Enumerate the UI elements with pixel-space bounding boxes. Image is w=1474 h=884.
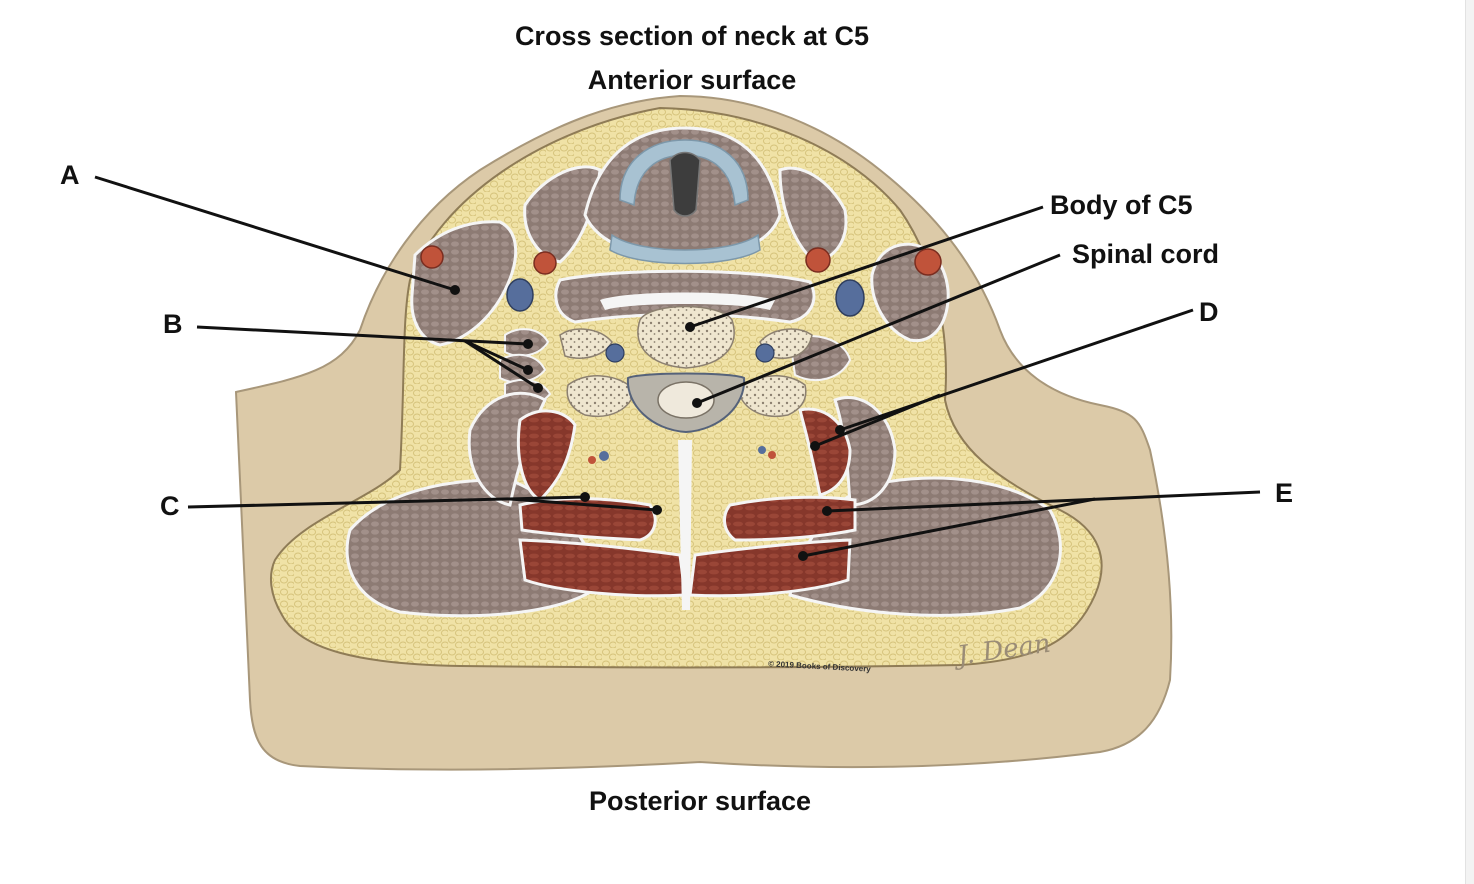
deep-cervical-artery-right — [768, 451, 776, 459]
cricoid-cartilage — [609, 233, 761, 265]
label-spinal-cord: Spinal cord — [1072, 239, 1220, 269]
vertebral-body-c5 — [637, 305, 735, 369]
deep-cervical-vein-right — [758, 446, 766, 454]
leader-dot-e-2 — [798, 551, 808, 561]
leader-line-body-c5 — [689, 205, 1044, 329]
internal-jugular-left — [506, 278, 534, 312]
posterior-surface-label: Posterior surface — [588, 786, 812, 816]
external-jugular-right — [914, 248, 942, 276]
nuchal-ligament — [678, 440, 692, 610]
label-body-of-c5: Body of C5 — [1050, 190, 1193, 220]
transverse-process-left — [559, 328, 613, 359]
deep-muscle-left-upper — [516, 409, 577, 502]
label-e: E — [1275, 478, 1294, 508]
external-jugular-left — [420, 245, 444, 269]
vertebral-vessel-left — [605, 343, 625, 363]
spinal-cord — [657, 381, 715, 419]
strap-muscles-right — [778, 166, 848, 264]
deep-cervical-artery-left — [588, 456, 596, 464]
leader-dot-d-2 — [810, 441, 820, 451]
leader-line-e-1 — [826, 490, 1261, 513]
leader-dot-b-2 — [523, 365, 533, 375]
deep-muscle-right-mid — [723, 495, 857, 542]
leader-dot-c-2 — [652, 505, 662, 515]
leader-dot-c-1 — [580, 492, 590, 502]
leader-line-b-2 — [464, 339, 529, 372]
anterior-surface-label: Anterior surface — [587, 65, 797, 95]
carotid-artery-right — [805, 247, 831, 273]
label-c: C — [160, 491, 180, 521]
scrollbar[interactable] — [1465, 0, 1474, 884]
leader-dot-body-c5 — [685, 322, 695, 332]
thyroid-cartilage — [619, 139, 749, 207]
leader-line-a — [94, 175, 456, 292]
label-b: B — [163, 309, 183, 339]
leader-line-d-2 — [814, 393, 941, 448]
internal-jugular-right — [835, 279, 865, 317]
glottis — [669, 151, 701, 217]
leader-line-b-1 — [196, 325, 529, 346]
leader-line-spinal-cord — [696, 253, 1061, 405]
leader-dot-spinal-cord — [692, 398, 702, 408]
lamina-left — [566, 375, 636, 417]
diagram-title: Cross section of neck at C5 — [514, 21, 870, 51]
leader-dot-d-1 — [835, 425, 845, 435]
leader-dot-b-1 — [523, 339, 533, 349]
deep-cervical-vein-left — [599, 451, 609, 461]
label-d: D — [1199, 297, 1219, 327]
leader-line-e-2 — [802, 497, 1096, 558]
leader-line-d-1 — [839, 308, 1194, 432]
leader-line-c-2 — [509, 497, 658, 512]
lamina-right — [737, 375, 807, 417]
leader-dot-e-1 — [822, 506, 832, 516]
vertebral-vessel-right — [755, 343, 775, 363]
leader-dot-b-3 — [533, 383, 543, 393]
leader-line-b-3 — [464, 339, 539, 390]
vertebral-arch-white — [600, 292, 775, 310]
label-a: A — [60, 160, 80, 190]
carotid-artery-left — [533, 251, 557, 275]
leader-dot-a — [450, 285, 460, 295]
